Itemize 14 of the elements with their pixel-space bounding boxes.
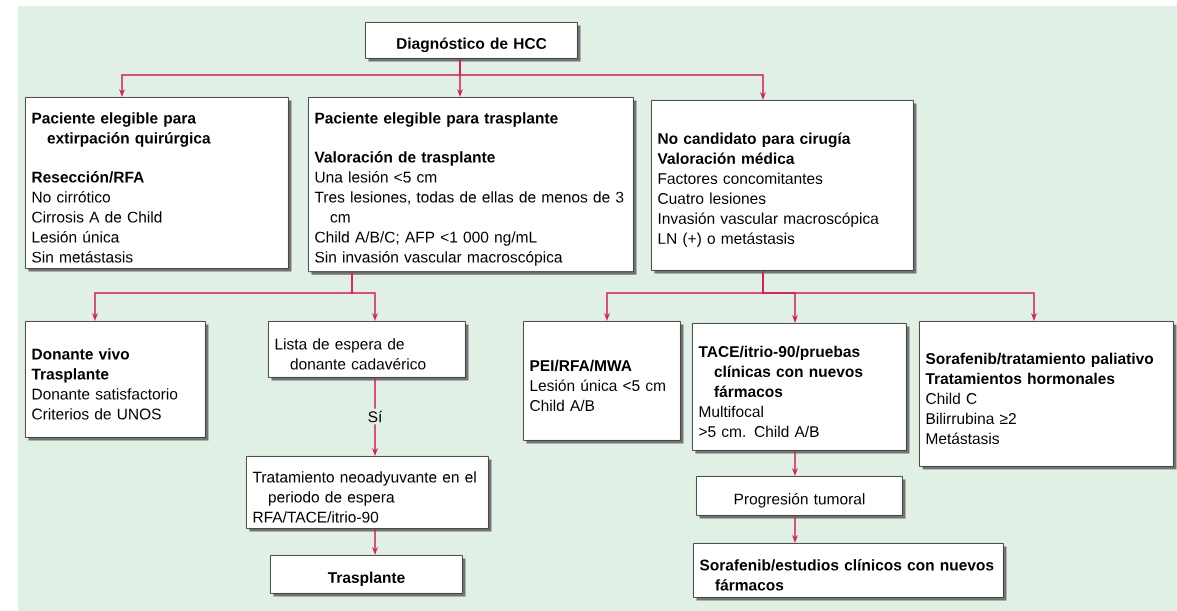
process-box: PEI/RFA/MWA Lesión única <5 cm Child A/B [523, 321, 684, 444]
edge-label: Sí [368, 410, 383, 423]
process-box: Lista de espera de donante cadavérico [268, 321, 469, 381]
process-box: Sorafenib/tratamiento paliativo Tratamientos hormonales Child C Bilirrubina ≥2 Metástasis [919, 321, 1177, 470]
process-box: Diagnóstico de HCC [365, 22, 581, 62]
process-box: TACE/itrio-90/pruebas clínicas con nuevos fármacos Multifocal >5 cm. Child A/B [692, 323, 910, 454]
process-box: Paciente elegible para trasplante Valoración de trasplante Una lesión <5 cm Tres lesiones, todas de ellas de menos de 3 cm Child A/B/C; AFP <1 000 ng/mL Sin invasión vascular macroscópica [308, 97, 637, 275]
process-box: Tratamiento neoadyuvante en el periodo de espera RFA/TACE/itrio-90 [246, 456, 492, 532]
process-box: Trasplante [270, 555, 466, 597]
process-box: Sorafenib/estudios clínicos con nuevos fármacos [693, 543, 1007, 601]
process-box: Progresión tumoral [696, 476, 906, 519]
process-box: No candidato para cirugía Valoración médica Factores concomitantes Cuatro lesiones Invasión vascular macroscópica LN (+) o metástasis [651, 100, 917, 274]
process-box: Paciente elegible para extirpación quirúrgica Resección/RFA No cirrótico Cirrosis A de Child Lesión única Sin metástasis [25, 97, 292, 272]
process-box: Donante vivo Trasplante Donante satisfactorio Criterios de UNOS [25, 321, 209, 441]
